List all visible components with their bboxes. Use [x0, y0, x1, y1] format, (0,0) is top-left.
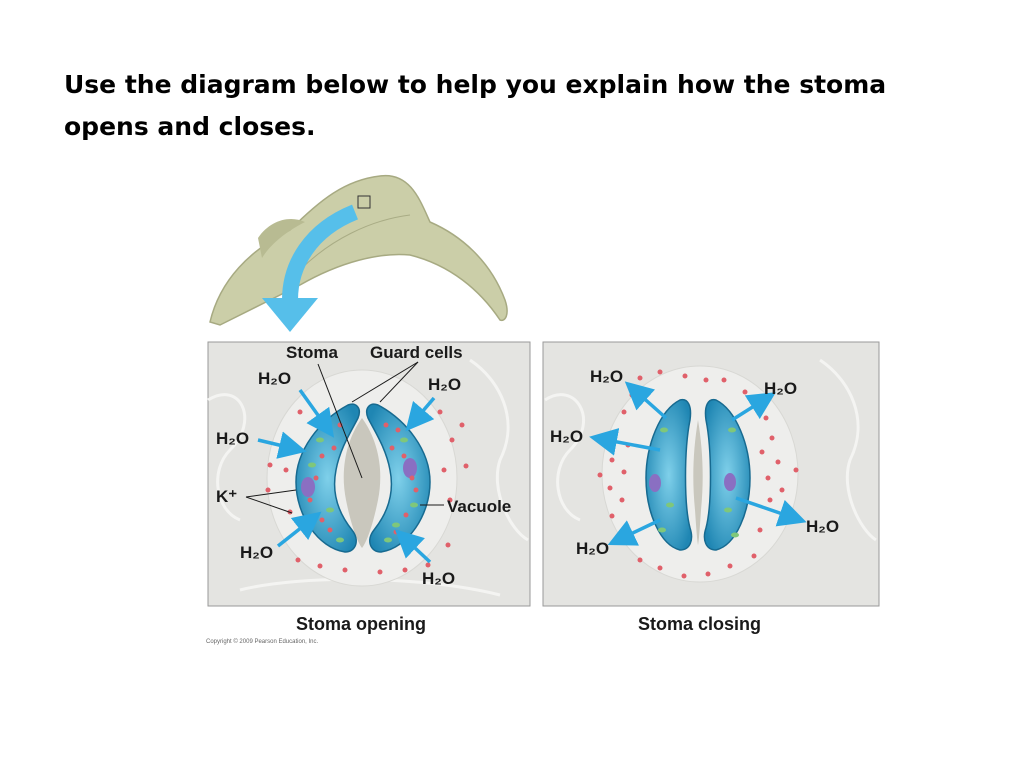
panel-stoma-closing: H₂O H₂O H₂O H₂O H₂O	[542, 341, 880, 607]
label-h2o-opening-left: H₂O	[216, 429, 249, 448]
label-h2o-closing-left: H₂O	[550, 427, 583, 446]
label-h2o-closing-top-right: H₂O	[764, 379, 797, 398]
label-h2o-opening-top-left: H₂O	[258, 369, 291, 388]
caption-stoma-opening: Stoma opening	[296, 614, 426, 634]
label-vacuole: Vacuole	[447, 497, 511, 516]
leaf-illustration	[209, 174, 508, 326]
label-h2o-opening-top-right: H₂O	[428, 375, 461, 394]
zoom-arrow	[262, 204, 359, 332]
label-stoma: Stoma	[286, 343, 339, 362]
panel-stoma-opening: Stoma Guard cells H₂O H₂O H₂O K⁺ Vacuole…	[207, 341, 531, 607]
label-h2o-opening-bottom-left: H₂O	[240, 543, 273, 562]
copyright-notice: Copyright © 2009 Pearson Education, Inc.	[206, 638, 318, 645]
label-k-ion: K⁺	[216, 487, 237, 506]
slide-title: Use the diagram below to help you explai…	[64, 70, 887, 141]
label-h2o-opening-bottom-right: H₂O	[422, 569, 455, 588]
label-h2o-closing-right: H₂O	[806, 517, 839, 536]
caption-stoma-closing: Stoma closing	[638, 614, 761, 634]
label-h2o-closing-bottom-left: H₂O	[576, 539, 609, 558]
label-guard-cells: Guard cells	[370, 343, 463, 362]
label-h2o-closing-top-left: H₂O	[590, 367, 623, 386]
